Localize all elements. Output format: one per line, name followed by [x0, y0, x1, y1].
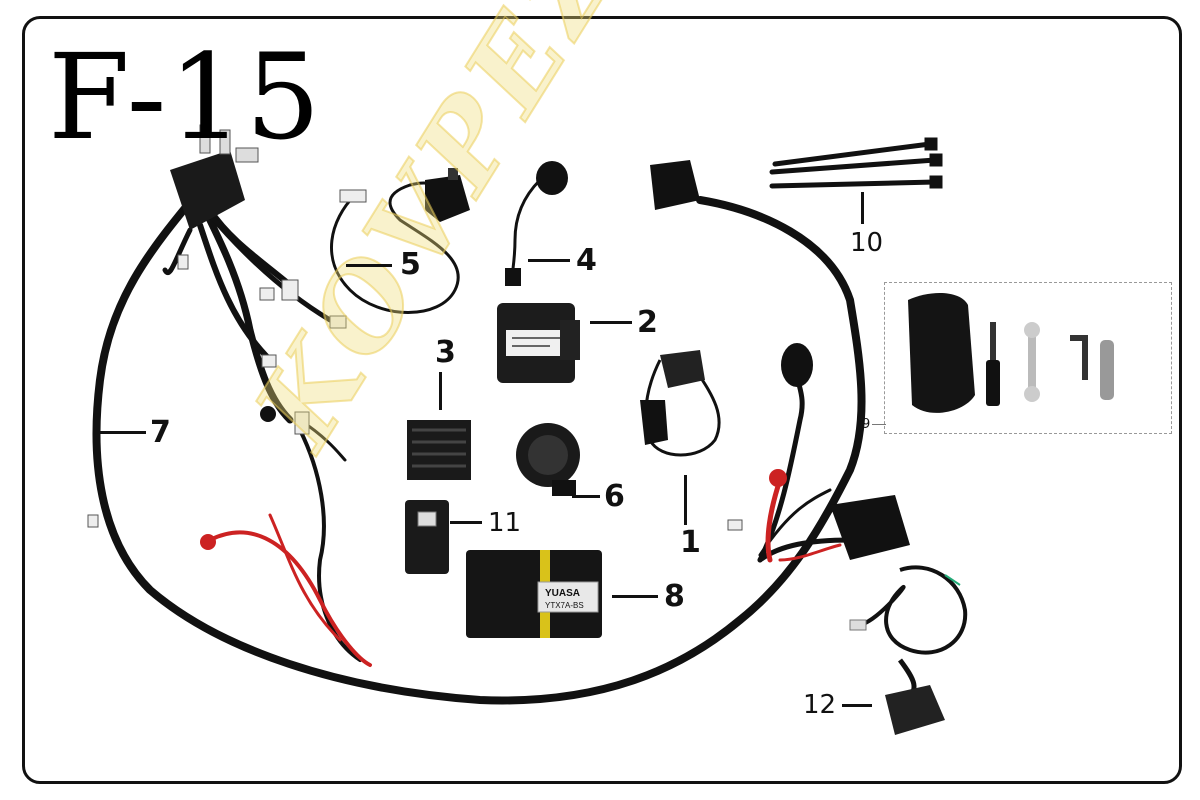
leader-1	[684, 475, 687, 525]
sensor-part-4	[505, 161, 568, 286]
leader-2	[590, 321, 632, 324]
callout-9: 9	[862, 417, 871, 432]
callout-10: 10	[850, 228, 884, 258]
relay-part-5	[330, 168, 470, 314]
leader-8	[612, 595, 658, 598]
callout-3: 3	[435, 335, 456, 370]
leader-10	[861, 192, 864, 224]
tool-kit-part-9	[908, 293, 1114, 413]
red-wires	[208, 477, 842, 667]
battery-part-8	[466, 550, 602, 638]
callout-2: 2	[637, 305, 658, 340]
cable-ties-part-10	[769, 137, 943, 189]
page-title: F-15	[48, 28, 323, 166]
callout-6: 6	[604, 479, 625, 514]
harness-connectors	[87, 124, 910, 560]
leader-9	[872, 424, 886, 425]
leader-12	[842, 704, 872, 707]
callout-5: 5	[400, 247, 421, 282]
leader-7	[100, 431, 146, 434]
callout-12: 12	[803, 690, 837, 720]
leader-6	[572, 495, 600, 498]
switch-part-12	[849, 565, 968, 735]
callout-4: 4	[576, 243, 597, 278]
leader-4	[528, 259, 570, 262]
leader-3	[439, 372, 442, 410]
battery-model: YTX7A-BS	[545, 601, 584, 610]
callout-11: 11	[488, 508, 522, 538]
horn-part-6	[516, 423, 580, 496]
battery-brand: YUASA	[545, 588, 580, 599]
cdi-unit-part-2	[497, 303, 580, 383]
leader-11	[450, 521, 482, 524]
callout-1: 1	[680, 525, 701, 560]
tool-kit-box	[884, 282, 1172, 434]
ignition-coil-part-1	[640, 350, 721, 457]
regulator-part-3	[407, 420, 471, 480]
callout-8: 8	[664, 579, 685, 614]
callout-7: 7	[150, 415, 171, 450]
flasher-part-11	[405, 500, 449, 574]
leader-5	[346, 264, 392, 267]
